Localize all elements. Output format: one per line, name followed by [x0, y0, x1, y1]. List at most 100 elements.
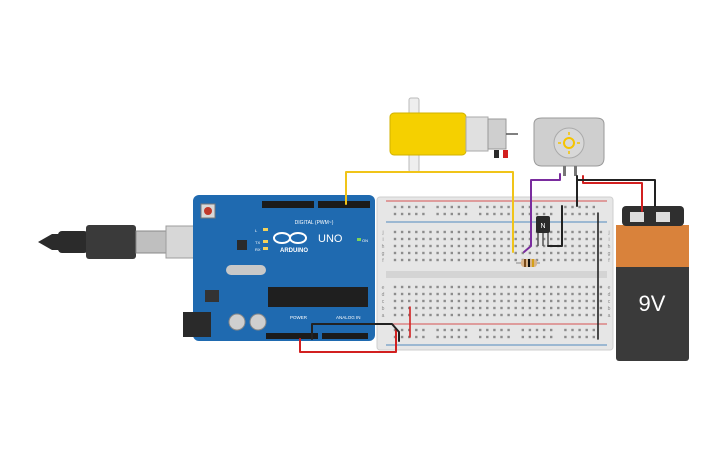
breadboard-hole[interactable] — [457, 244, 461, 248]
breadboard-hole[interactable] — [422, 299, 425, 303]
breadboard-hole[interactable] — [493, 205, 496, 209]
breadboard-hole[interactable] — [585, 244, 588, 248]
breadboard-hole[interactable] — [436, 313, 439, 317]
battery-9v[interactable]: 9V — [616, 206, 689, 361]
breadboard-hole[interactable] — [415, 244, 418, 248]
breadboard-hole[interactable] — [450, 237, 453, 241]
breadboard-hole[interactable] — [592, 258, 595, 262]
breadboard-hole[interactable] — [450, 244, 453, 248]
breadboard-hole[interactable] — [585, 237, 588, 241]
breadboard-hole[interactable] — [471, 251, 475, 255]
breadboard-hole[interactable] — [564, 292, 567, 296]
breadboard-hole[interactable] — [535, 258, 539, 262]
breadboard-hole[interactable] — [422, 251, 425, 255]
breadboard-hole[interactable] — [486, 335, 489, 339]
breadboard-hole[interactable] — [443, 328, 446, 332]
breadboard-hole[interactable] — [479, 212, 482, 216]
breadboard-hole[interactable] — [400, 258, 404, 262]
breadboard-hole[interactable] — [443, 306, 446, 310]
breadboard-hole[interactable] — [542, 313, 546, 317]
breadboard-hole[interactable] — [500, 230, 503, 234]
arduino-board[interactable]: DIGITAL (PWM~) ARDUINO UNO L TX RX ON PO… — [183, 195, 375, 341]
breadboard-hole[interactable] — [393, 285, 397, 289]
transistor[interactable]: N — [536, 216, 550, 246]
breadboard-hole[interactable] — [422, 292, 425, 296]
breadboard-hole[interactable] — [500, 258, 503, 262]
breadboard-hole[interactable] — [535, 205, 539, 209]
breadboard-hole[interactable] — [578, 285, 581, 289]
breadboard-hole[interactable] — [592, 205, 595, 209]
breadboard-hole[interactable] — [450, 328, 453, 332]
breadboard-hole[interactable] — [542, 292, 546, 296]
breadboard-hole[interactable] — [422, 205, 425, 209]
breadboard-hole[interactable] — [571, 313, 574, 317]
breadboard-hole[interactable] — [571, 335, 574, 339]
breadboard-hole[interactable] — [471, 230, 475, 234]
breadboard-hole[interactable] — [436, 306, 439, 310]
breadboard-hole[interactable] — [585, 258, 588, 262]
breadboard-hole[interactable] — [400, 230, 404, 234]
breadboard-hole[interactable] — [400, 244, 404, 248]
breadboard-hole[interactable] — [550, 292, 553, 296]
breadboard-hole[interactable] — [557, 251, 560, 255]
breadboard-hole[interactable] — [408, 212, 411, 216]
breadboard-hole[interactable] — [585, 205, 588, 209]
breadboard-hole[interactable] — [542, 299, 546, 303]
breadboard-hole[interactable] — [479, 328, 482, 332]
breadboard-hole[interactable] — [599, 306, 603, 310]
breadboard-hole[interactable] — [571, 251, 574, 255]
breadboard-hole[interactable] — [571, 285, 574, 289]
breadboard-hole[interactable] — [479, 285, 482, 289]
breadboard-hole[interactable] — [550, 328, 553, 332]
breadboard-hole[interactable] — [471, 244, 475, 248]
breadboard-hole[interactable] — [436, 258, 439, 262]
breadboard-hole[interactable] — [400, 212, 404, 216]
breadboard-hole[interactable] — [486, 230, 489, 234]
breadboard-hole[interactable] — [557, 258, 560, 262]
breadboard-hole[interactable] — [514, 299, 517, 303]
breadboard-hole[interactable] — [535, 251, 539, 255]
breadboard-hole[interactable] — [436, 335, 439, 339]
breadboard-hole[interactable] — [507, 205, 510, 209]
breadboard-hole[interactable] — [493, 306, 496, 310]
breadboard-hole[interactable] — [450, 251, 453, 255]
breadboard-hole[interactable] — [514, 237, 517, 241]
breadboard-hole[interactable] — [521, 299, 524, 303]
breadboard-hole[interactable] — [429, 285, 432, 289]
breadboard-hole[interactable] — [457, 230, 461, 234]
breadboard-hole[interactable] — [535, 285, 539, 289]
breadboard-hole[interactable] — [571, 328, 574, 332]
breadboard-hole[interactable] — [592, 328, 595, 332]
breadboard-hole[interactable] — [542, 237, 546, 241]
breadboard-hole[interactable] — [585, 212, 588, 216]
breadboard-hole[interactable] — [457, 292, 461, 296]
breadboard-hole[interactable] — [500, 306, 503, 310]
breadboard-hole[interactable] — [408, 285, 411, 289]
breadboard-hole[interactable] — [479, 335, 482, 339]
breadboard-hole[interactable] — [514, 306, 517, 310]
breadboard-hole[interactable] — [564, 306, 567, 310]
breadboard-hole[interactable] — [400, 299, 404, 303]
breadboard-hole[interactable] — [592, 299, 595, 303]
breadboard-hole[interactable] — [486, 251, 489, 255]
breadboard-hole[interactable] — [471, 292, 475, 296]
breadboard-hole[interactable] — [450, 306, 453, 310]
breadboard-hole[interactable] — [500, 335, 503, 339]
breadboard-hole[interactable] — [535, 212, 539, 216]
breadboard-hole[interactable] — [464, 258, 468, 262]
breadboard-hole[interactable] — [550, 335, 553, 339]
breadboard-hole[interactable] — [393, 251, 397, 255]
breadboard-hole[interactable] — [550, 306, 553, 310]
breadboard-hole[interactable] — [514, 258, 517, 262]
breadboard-hole[interactable] — [542, 328, 546, 332]
breadboard-hole[interactable] — [585, 230, 588, 234]
breadboard-hole[interactable] — [464, 205, 468, 209]
breadboard-hole[interactable] — [393, 237, 397, 241]
breadboard-hole[interactable] — [535, 299, 539, 303]
breadboard-hole[interactable] — [564, 251, 567, 255]
wire-red-5v[interactable] — [299, 328, 397, 353]
breadboard-hole[interactable] — [457, 285, 461, 289]
breadboard-hole[interactable] — [500, 251, 503, 255]
breadboard-hole[interactable] — [592, 244, 595, 248]
